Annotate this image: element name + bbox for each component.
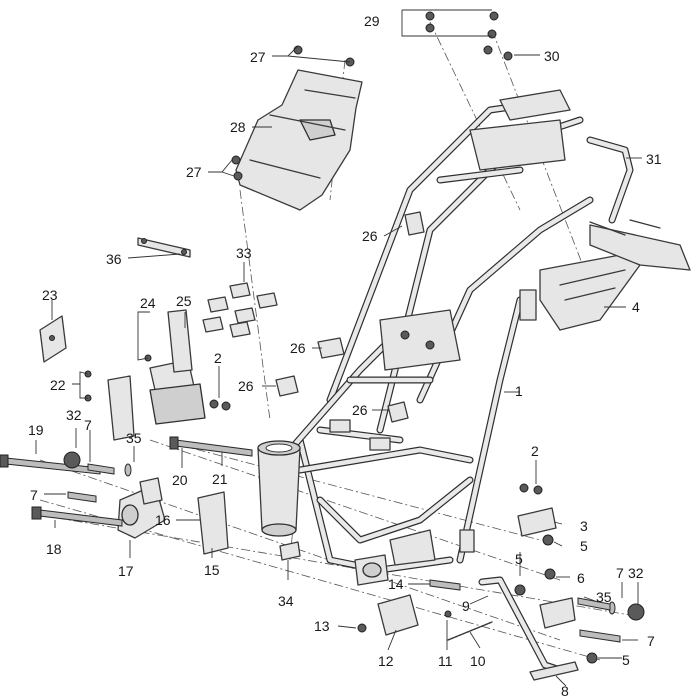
label-part-33: 33 bbox=[236, 245, 252, 261]
label-part-18: 18 bbox=[46, 541, 62, 557]
label-part-11: 11 bbox=[438, 653, 453, 669]
label-part-17: 17 bbox=[118, 563, 134, 579]
leader-lines bbox=[35, 9, 642, 687]
label-part-14: 14 bbox=[388, 576, 404, 592]
engine-brackets bbox=[117, 477, 229, 555]
label-part-34: 34 bbox=[278, 593, 294, 609]
label-part-32-right: 32 bbox=[628, 565, 644, 581]
label-part-20: 20 bbox=[172, 472, 188, 488]
label-part-35-left: 35 bbox=[126, 430, 142, 446]
label-part-6: 6 bbox=[577, 570, 585, 586]
label-part-5-b: 5 bbox=[515, 551, 523, 567]
side-bracket bbox=[39, 315, 67, 363]
grab-rail bbox=[586, 136, 634, 224]
label-part-7-d: 7 bbox=[647, 633, 655, 649]
label-part-31: 31 bbox=[646, 151, 662, 167]
seat-cover bbox=[235, 69, 363, 211]
label-part-16: 16 bbox=[155, 512, 171, 528]
label-part-35-right: 35 bbox=[596, 589, 612, 605]
rear-carrier bbox=[539, 219, 691, 331]
label-part-15: 15 bbox=[204, 562, 220, 578]
label-part-27-left: 27 bbox=[186, 164, 202, 180]
strap bbox=[137, 237, 191, 258]
label-part-7-b: 7 bbox=[30, 487, 38, 503]
main-frame bbox=[257, 89, 594, 586]
label-part-8: 8 bbox=[561, 683, 569, 699]
rubber-pads bbox=[202, 282, 278, 338]
callout-labels: 1 2 2 3 4 5 5 5 6 7 7 7 7 8 9 10 11 12 1… bbox=[28, 13, 662, 699]
label-part-26-b: 26 bbox=[290, 340, 306, 356]
label-part-7-c: 7 bbox=[616, 565, 624, 581]
label-part-13: 13 bbox=[314, 618, 330, 634]
long-bolts bbox=[0, 436, 253, 527]
label-part-23: 23 bbox=[42, 287, 58, 303]
label-part-27-top: 27 bbox=[250, 49, 266, 65]
label-part-29: 29 bbox=[364, 13, 380, 29]
label-part-30: 30 bbox=[544, 48, 560, 64]
label-part-5-a: 5 bbox=[580, 538, 588, 554]
label-part-2-right: 2 bbox=[531, 443, 539, 459]
label-part-22: 22 bbox=[50, 377, 66, 393]
side-stand bbox=[279, 541, 579, 681]
label-part-21: 21 bbox=[212, 471, 228, 487]
label-part-7-a: 7 bbox=[84, 417, 92, 433]
label-part-12: 12 bbox=[378, 653, 394, 669]
label-part-1: 1 bbox=[515, 383, 523, 399]
battery-holder bbox=[107, 309, 206, 441]
mount-bushes bbox=[275, 211, 425, 423]
label-part-10: 10 bbox=[470, 653, 486, 669]
label-part-26-c: 26 bbox=[238, 378, 254, 394]
label-part-19: 19 bbox=[28, 422, 44, 438]
label-part-2-upper: 2 bbox=[214, 350, 222, 366]
label-part-4: 4 bbox=[632, 299, 640, 315]
label-part-26-a: 26 bbox=[362, 228, 378, 244]
label-part-26-d: 26 bbox=[352, 402, 368, 418]
label-part-28: 28 bbox=[230, 119, 246, 135]
label-part-36: 36 bbox=[106, 251, 122, 267]
label-part-25: 25 bbox=[176, 293, 192, 309]
label-part-24: 24 bbox=[140, 295, 156, 311]
dampers bbox=[63, 451, 645, 621]
label-part-3: 3 bbox=[580, 518, 588, 534]
label-part-32-left: 32 bbox=[66, 407, 82, 423]
label-part-9: 9 bbox=[462, 598, 470, 614]
label-part-5-c: 5 bbox=[622, 652, 630, 668]
